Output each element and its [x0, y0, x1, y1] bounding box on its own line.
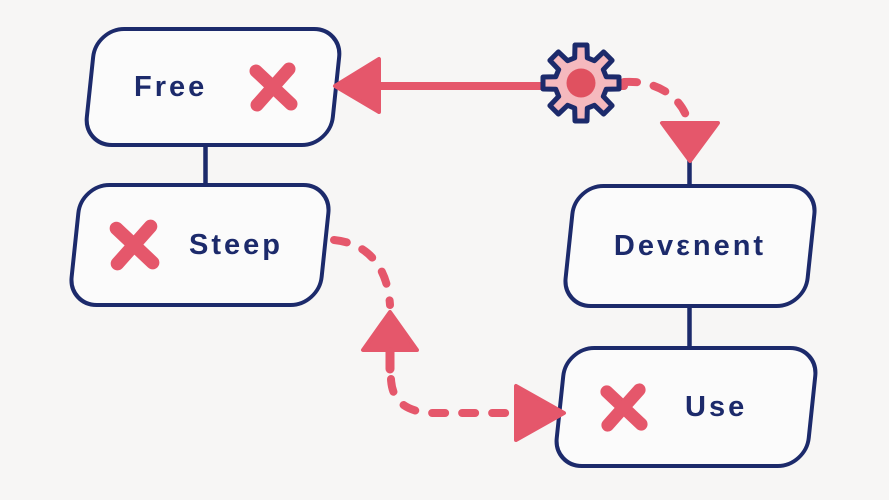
x-cross-icon: [105, 216, 163, 274]
arrowhead-up-icon: [361, 310, 419, 352]
node-steep-label: Steep: [189, 228, 283, 261]
gear-hub: [566, 68, 596, 98]
node-devenent-label: Devεnent: [613, 229, 767, 262]
node-use-label: Use: [685, 390, 748, 423]
arrowhead-left-icon: [333, 57, 381, 114]
node-free: Free: [81, 27, 345, 147]
node-devenent: Devεnent: [560, 184, 820, 308]
edge-to-use-dashed-lower: [387, 375, 518, 417]
arrowhead-down-icon: [660, 121, 720, 163]
gear-body: [540, 42, 622, 124]
edge-gear-to-devenent-dashed: [620, 77, 693, 128]
node-use: Use: [551, 346, 821, 468]
x-cross-icon: [245, 59, 301, 115]
node-steep: Steep: [66, 183, 334, 307]
node-free-label: Free: [134, 70, 208, 103]
gear-icon: [540, 42, 622, 124]
edge-steep-dashed-upper: [330, 236, 394, 309]
x-cross-icon: [596, 380, 651, 435]
